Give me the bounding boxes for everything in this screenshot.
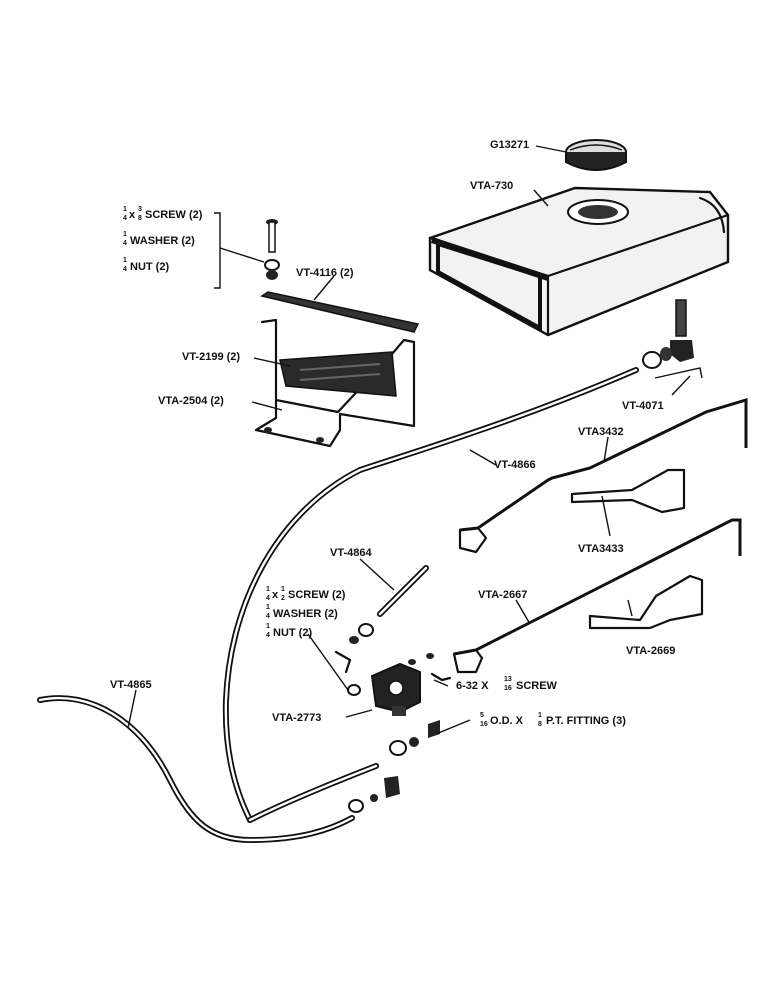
- label-fitting: P.T. FITTING (3): [546, 715, 626, 727]
- label-bracket: VTA-2504 (2): [158, 395, 224, 407]
- label-tube-main: VT-4866: [494, 459, 536, 471]
- label-screw-b-x: x: [272, 589, 279, 601]
- label-nut-b: NUT (2): [273, 627, 312, 639]
- label-fitting-od: O.D. X: [490, 715, 524, 727]
- label-pump-screw-prefix: 6-32 X: [456, 680, 489, 692]
- frac-washer-a-den: 4: [123, 240, 127, 247]
- reservoir-tank: [428, 186, 730, 337]
- label-nut-a: NUT (2): [130, 261, 169, 273]
- frac-screw-a-l-den: 8: [138, 215, 142, 222]
- upper-screw-stack: [264, 219, 280, 280]
- frac-fitting-od-den: 16: [480, 721, 488, 728]
- lower-nozzle-rod: [452, 518, 742, 674]
- frac-nut-a-num: 1: [123, 257, 127, 264]
- leader-lines: [127, 145, 691, 735]
- label-tank: VTA-730: [470, 180, 513, 192]
- frac-nut-a-den: 4: [123, 266, 127, 273]
- frac-screw-b-w-den: 4: [266, 595, 270, 602]
- frac-nut-b-den: 4: [266, 632, 270, 639]
- label-tube-short: VT-4864: [330, 547, 372, 559]
- frac-washer-b-num: 1: [266, 604, 270, 611]
- frac-screw-a-w-den: 4: [123, 215, 127, 222]
- label-clip-upper: VTA3433: [578, 543, 624, 555]
- part-labels: G13271 VTA-730 1 4 x 3 8 SCREW (2) 1 4 W…: [110, 139, 675, 728]
- rubber-strip: [260, 291, 420, 333]
- frac-pump-screw-num: 13: [504, 676, 512, 683]
- frac-fitting-od-num: 5: [480, 712, 484, 719]
- main-hose: [222, 367, 639, 823]
- label-pump: VTA-2773: [272, 712, 321, 724]
- upper-nozzle-rod: [458, 397, 748, 554]
- label-cap: G13271: [490, 139, 529, 151]
- frac-screw-b-l-num: 1: [281, 586, 285, 593]
- frac-pump-screw-den: 16: [504, 685, 512, 692]
- label-rod-upper: VTA3432: [578, 426, 624, 438]
- frac-nut-b-num: 1: [266, 623, 270, 630]
- label-elbow: VT-4071: [622, 400, 664, 412]
- tank-cap: [565, 139, 627, 171]
- frac-washer-a-num: 1: [123, 231, 127, 238]
- frac-screw-a-w-num: 1: [123, 206, 127, 213]
- label-strip: VT-4116 (2): [296, 267, 354, 279]
- frac-screw-b-l-den: 2: [281, 595, 285, 602]
- long-hose: [37, 695, 379, 844]
- frac-screw-b-w-num: 1: [266, 586, 270, 593]
- label-screw-a-x: x: [129, 209, 136, 221]
- label-washer-b: WASHER (2): [273, 608, 338, 620]
- label-screw-a: SCREW (2): [145, 209, 203, 221]
- frac-washer-b-den: 4: [266, 613, 270, 620]
- label-washer-a: WASHER (2): [130, 235, 195, 247]
- label-clip-lower: VTA-2669: [626, 645, 675, 657]
- label-screw-b: SCREW (2): [288, 589, 346, 601]
- label-pad: VT-2199 (2): [182, 351, 240, 363]
- label-tube-long: VT-4865: [110, 679, 152, 691]
- label-rod-lower: VTA-2667: [478, 589, 527, 601]
- washer-pump: [334, 623, 452, 813]
- frac-screw-a-l-num: 3: [138, 206, 142, 213]
- elbow-fitting: [642, 340, 703, 379]
- mounting-bracket: [254, 318, 416, 448]
- short-hose: [377, 565, 429, 617]
- frac-fitting-pt-num: 1: [538, 712, 542, 719]
- frac-fitting-pt-den: 8: [538, 721, 542, 728]
- label-pump-screw: SCREW: [516, 680, 558, 692]
